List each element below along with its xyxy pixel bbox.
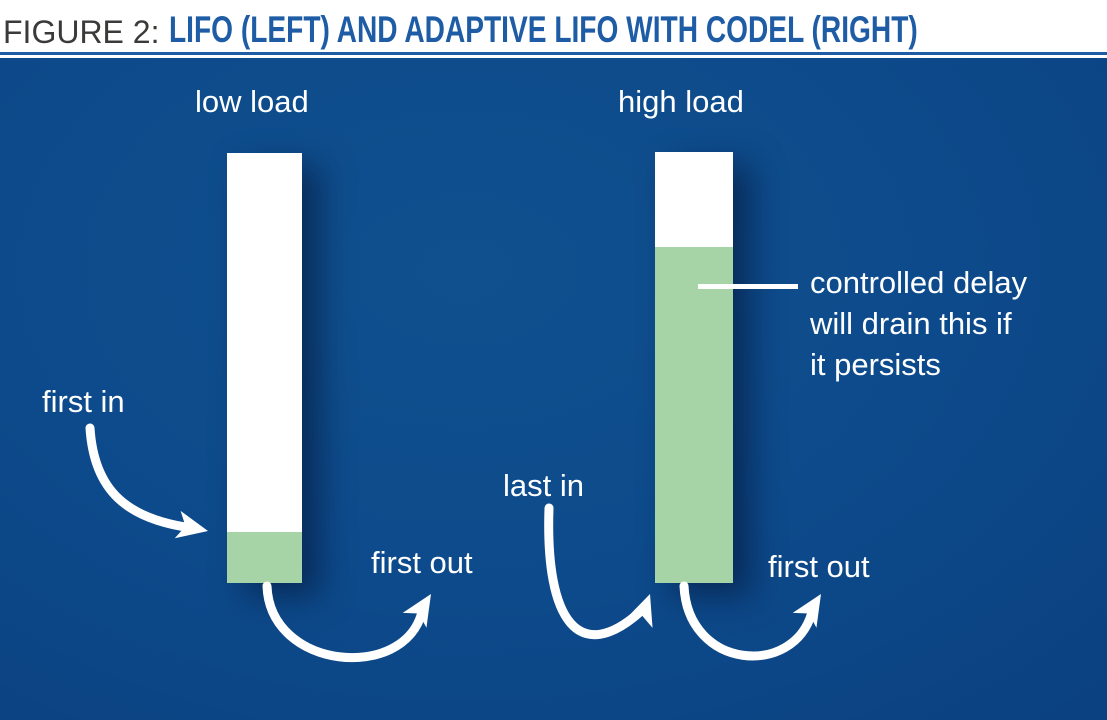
callout-line-3: it persists xyxy=(810,347,941,382)
queue-empty-section xyxy=(655,152,733,247)
low-load-label: low load xyxy=(195,84,309,119)
queue-filled-section xyxy=(655,247,733,583)
first-in-arrow-icon xyxy=(85,423,208,539)
title-divider xyxy=(0,52,1107,55)
queue-filled-section xyxy=(227,532,302,583)
callout-pointer-line xyxy=(698,284,798,289)
figure-header: FIGURE 2: LIFO (LEFT) AND ADAPTIVE LIFO … xyxy=(0,0,1107,52)
diagram-panel: low load high load first in first out la… xyxy=(0,58,1107,720)
first-out-left-arrow-icon xyxy=(262,581,431,663)
figure-title: LIFO (LEFT) AND ADAPTIVE LIFO WITH CODEL… xyxy=(169,9,919,50)
first-out-right-arrow-icon xyxy=(679,581,821,661)
first-in-label: first in xyxy=(42,384,125,419)
lifo-queue-high-load xyxy=(655,152,733,583)
first-out-right-label: first out xyxy=(768,549,870,584)
last-in-label: last in xyxy=(503,468,584,503)
flow-arrows xyxy=(85,423,821,663)
queue-empty-section xyxy=(227,153,302,532)
figure-label: FIGURE 2: xyxy=(3,14,160,50)
first-out-left-label: first out xyxy=(371,545,473,580)
callout-line-1: controlled delay xyxy=(810,265,1028,300)
callout-line-2: will drain this if xyxy=(810,306,1012,341)
lifo-queue-low-load xyxy=(227,153,302,583)
last-in-arrow-icon xyxy=(544,503,653,640)
controlled-delay-callout: controlled delay will drain this if it p… xyxy=(810,262,1027,385)
high-load-label: high load xyxy=(618,84,744,119)
